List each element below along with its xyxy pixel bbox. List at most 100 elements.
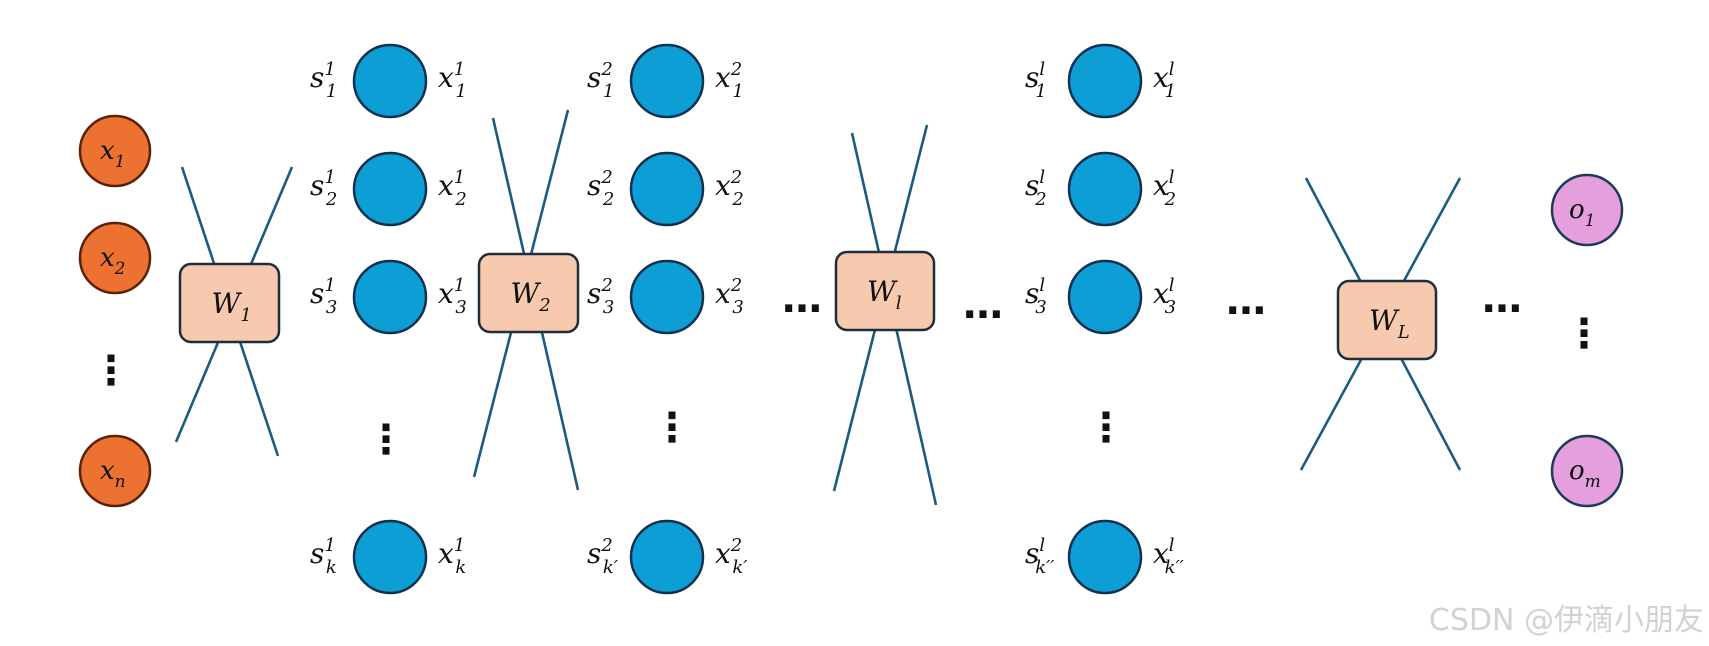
output-node-1: [1550, 173, 1624, 247]
s-label-1-2-sup: 1: [324, 167, 335, 188]
output-label-1: o1: [1569, 195, 1595, 231]
s-label-1-3-sup: 1: [324, 275, 335, 296]
s-label-3-2-sub: 2: [1034, 189, 1046, 210]
weight-label-1-base: W: [212, 287, 243, 320]
x-label-3-2-sup: l: [1169, 167, 1175, 188]
x-label-2-3-base: x: [715, 277, 731, 310]
ellipses: ⋮ ⋮ ⋮ ⋮ ⋮ … … … …: [91, 276, 1604, 463]
weight-label-2-base: W: [511, 277, 542, 310]
weight-label-l: Wl: [867, 275, 902, 314]
hidden-node-2-3: [629, 259, 705, 335]
hidden-node-1-4: [352, 519, 428, 595]
x-label-2-1-sup: 2: [730, 59, 742, 80]
x-label-2-4-sup: 2: [730, 535, 742, 556]
x-label-1-2-sup: 1: [454, 167, 465, 188]
weight-box-L: [1336, 279, 1438, 361]
s-label-2-4-sup: 2: [600, 535, 612, 556]
hidden-node-2-2: [629, 151, 705, 227]
x-label-2-2-sup: 2: [730, 167, 742, 188]
x-label-1-2-base: x: [438, 169, 454, 202]
vdots-outputs: ⋮: [1564, 311, 1604, 357]
input-label-2-base: x: [100, 243, 115, 273]
x-label-1-1-sub: 1: [455, 81, 466, 102]
s-label-3-1-base: s: [1025, 61, 1039, 94]
s-label-1-4-base: s: [310, 537, 324, 570]
s-label-3-2-sup: l: [1039, 167, 1045, 188]
input-label-2: x2: [100, 243, 126, 279]
vdots-layer-2: ⋮: [652, 405, 692, 451]
x-label-2-4-base: x: [715, 537, 731, 570]
s-label-2-2-sub: 2: [602, 189, 614, 210]
x-label-3-3-base: x: [1153, 277, 1169, 310]
output-label-1-base: o: [1569, 195, 1585, 225]
hdots-before-wl: …: [782, 276, 822, 322]
x-label-2-4-sub: k′: [732, 557, 747, 578]
hidden-node-3-3: [1067, 259, 1143, 335]
x-label-2-3-sup: 2: [730, 275, 742, 296]
s-label-2-2-base: s: [587, 169, 601, 202]
x-label-3-1-sup: l: [1169, 59, 1175, 80]
x-label-3-1-sub: 1: [1165, 81, 1176, 102]
hidden-node-2-4: [629, 519, 705, 595]
output-label-m-base: o: [1569, 456, 1585, 486]
output-label-m-sub: m: [1585, 472, 1601, 492]
input-node-2: [78, 221, 152, 295]
s-label-2-4-sub: k′: [603, 557, 618, 578]
hidden-node-1-2: [352, 151, 428, 227]
x-label-1-4-sub: k: [455, 557, 466, 578]
hdots-after-wl: …: [963, 282, 1003, 328]
x-label-3-2-sub: 2: [1164, 189, 1176, 210]
x-label-1-2-sub: 2: [454, 189, 466, 210]
s-label-3-4-sup: l: [1039, 535, 1045, 556]
x-label-3-3-sub: 3: [1165, 297, 1176, 318]
input-node-n: [78, 434, 152, 508]
hidden-node-1-3: [352, 259, 428, 335]
vdots-layer-1: ⋮: [366, 417, 406, 463]
weight-box-l: [834, 250, 936, 332]
weight-label-2-sub: 2: [538, 295, 550, 316]
hidden-node-3-4: [1067, 519, 1143, 595]
x-label-3-4-sub: k′′: [1165, 557, 1184, 578]
input-node-1: [78, 114, 152, 188]
x-label-1-1-sup: 1: [454, 59, 465, 80]
s-label-2-3-base: s: [587, 277, 601, 310]
hdots-before-wL: …: [1226, 278, 1266, 324]
weight-label-L-sub: L: [1397, 322, 1410, 343]
watermark: CSDN @伊滴小朋友: [1429, 603, 1704, 638]
hidden-node-2-1: [629, 43, 705, 119]
x-label-3-4-sup: l: [1169, 535, 1175, 556]
hdots-before-outputs: …: [1482, 276, 1522, 322]
x-label-1-3-sub: 3: [455, 297, 466, 318]
s-label-2-1-sub: 1: [603, 81, 614, 102]
s-label-2-4-base: s: [587, 537, 601, 570]
s-label-3-4-sub: k′′: [1035, 557, 1054, 578]
s-label-3-3-sub: 3: [1035, 297, 1046, 318]
output-node-m: [1550, 434, 1624, 508]
s-label-1-2-base: s: [310, 169, 324, 202]
s-label-1-1-sub: 1: [326, 81, 337, 102]
s-label-1-3-base: s: [310, 277, 324, 310]
weight-label-l-base: W: [867, 275, 898, 308]
weight-label-l-sub: l: [896, 293, 902, 314]
weight-label-L: WL: [1369, 304, 1410, 343]
